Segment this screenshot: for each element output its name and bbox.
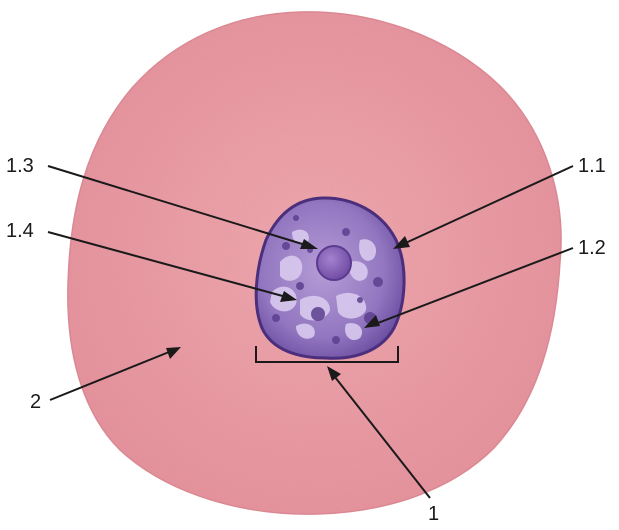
label-chromatin: 1.2 bbox=[578, 238, 606, 258]
label-nucleus: 1 bbox=[428, 504, 439, 524]
label-nucleoplasm: 1.4 bbox=[6, 221, 34, 241]
label-nuclear-envelope: 1.1 bbox=[578, 156, 606, 176]
nucleolus bbox=[317, 246, 351, 280]
label-cytoplasm: 2 bbox=[30, 392, 41, 412]
label-nucleolus: 1.3 bbox=[6, 156, 34, 176]
